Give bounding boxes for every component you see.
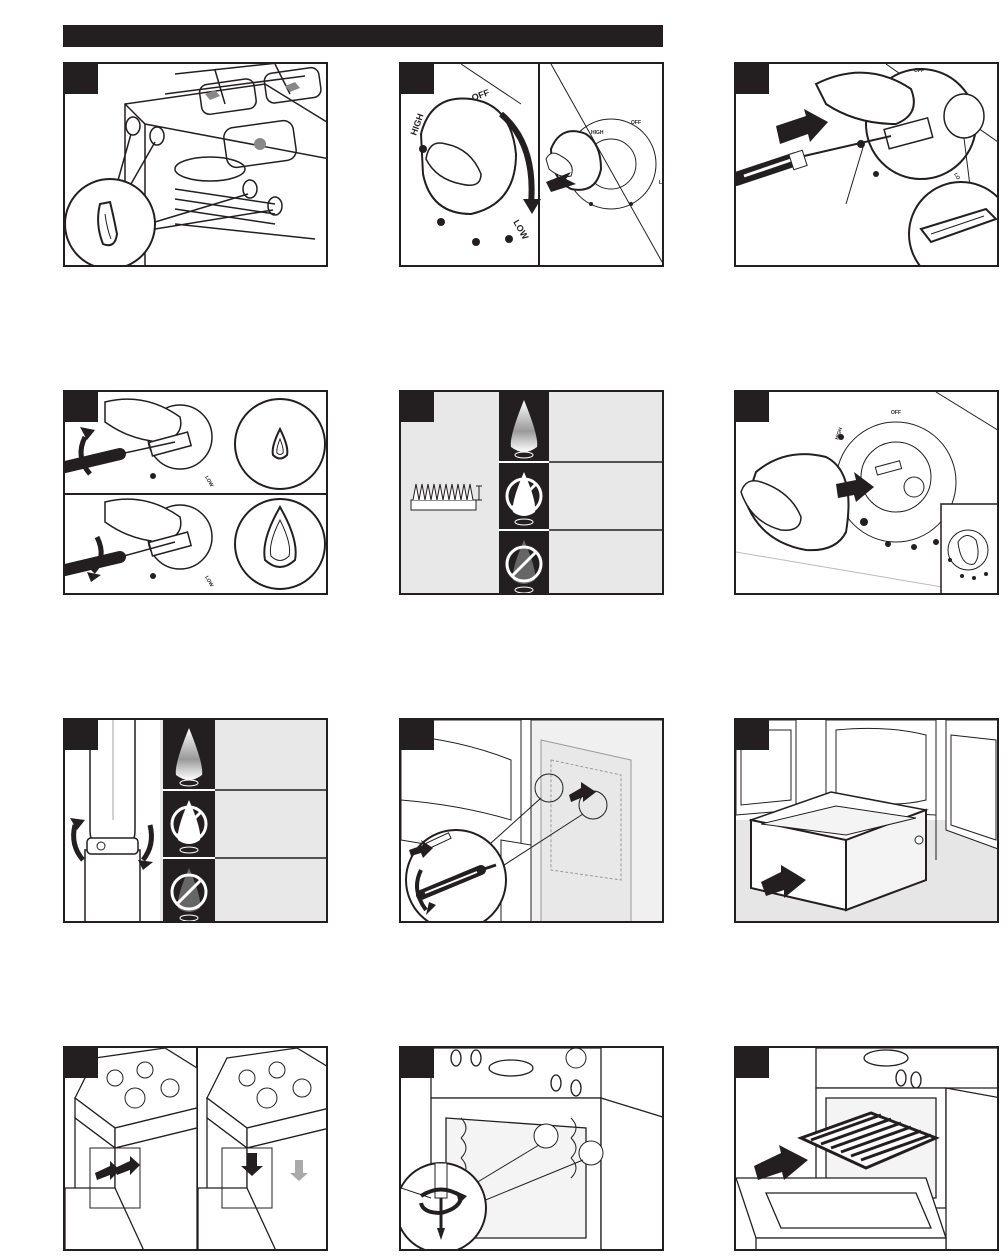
- knob-label-lo-small: LO: [659, 180, 664, 186]
- knob-label-off-small: OFF: [631, 120, 641, 126]
- knob-label-high-small: HIGH: [591, 130, 604, 136]
- step-10-panel: [63, 1046, 328, 1251]
- step-badge: [736, 720, 769, 750]
- flame-adjust-illustration: LOW LOW: [65, 392, 328, 595]
- step-4-panel: LOW LOW: [63, 390, 328, 595]
- step-2-panel: OFF HIGH LOW OFF HIGH LO: [399, 62, 664, 267]
- anti-tip-bracket-illustration: [401, 720, 664, 923]
- step-badge: [736, 1048, 769, 1078]
- step-badge: [65, 1048, 98, 1078]
- step-badge: [736, 64, 769, 94]
- screwdriver-adjust-illustration: OFF LO: [736, 64, 999, 267]
- step-8-panel: [399, 718, 664, 923]
- oven-rack-illustration: [736, 1048, 999, 1251]
- knob-rotation-illustration: OFF HIGH LOW OFF HIGH LO: [401, 64, 664, 267]
- knob-label-lo-partial: LO: [952, 172, 961, 181]
- range-knobs-illustration: [65, 64, 328, 267]
- step-9-panel: [734, 718, 999, 923]
- step-badge: [401, 1048, 434, 1078]
- knob-label-low: LOW: [511, 218, 530, 242]
- step-badge: [401, 392, 434, 422]
- section-header-bar: [63, 25, 663, 47]
- storage-drawer-illustration: [736, 720, 999, 923]
- step-6-panel: OFF HIGH LOW: [734, 390, 999, 595]
- step-7-panel: [63, 718, 328, 923]
- step-badge: [65, 392, 98, 422]
- step-badge: [65, 64, 98, 94]
- oven-light-screw-illustration: [401, 1048, 664, 1251]
- flame-types-illustration: [401, 392, 664, 595]
- step-badge: [401, 720, 434, 750]
- air-shutter-illustration: [65, 720, 328, 923]
- knob-label-off: OFF: [891, 410, 901, 416]
- knob-replace-illustration: OFF HIGH LOW: [736, 392, 999, 595]
- step-5-panel: [399, 390, 664, 595]
- step-3-panel: OFF LO: [734, 62, 999, 267]
- step-badge: [736, 392, 769, 422]
- oven-bottom-illustration: [65, 1048, 328, 1251]
- step-12-panel: [734, 1046, 999, 1251]
- knob-label-low-small: LOW: [203, 475, 214, 488]
- step-badge: [65, 720, 98, 750]
- knob-label-low-small: LOW: [203, 575, 214, 588]
- knob-label-off-partial: OFF: [914, 68, 924, 74]
- step-badge: [401, 64, 434, 94]
- step-1-panel: [63, 62, 328, 267]
- step-11-panel: [399, 1046, 664, 1251]
